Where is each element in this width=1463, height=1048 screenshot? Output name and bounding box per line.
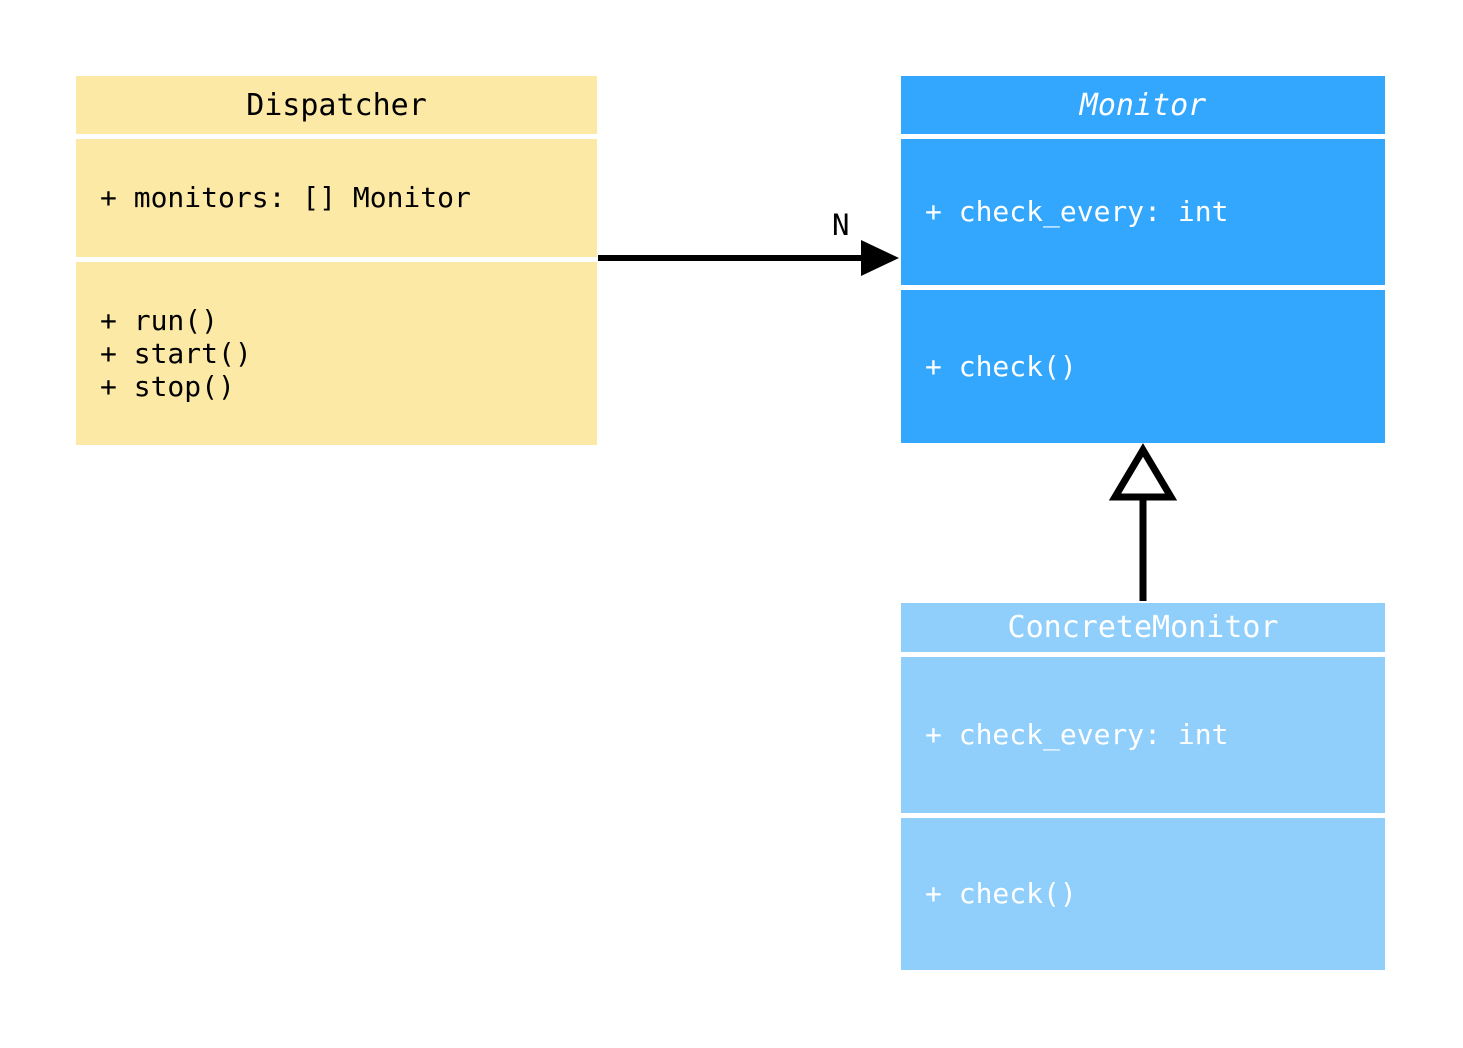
class-name-monitor: Monitor xyxy=(1079,87,1207,123)
attribute-list-dispatcher: + monitors: [] Monitor xyxy=(100,181,471,215)
operation-list-monitor: + check() xyxy=(925,349,1077,383)
class-name-concretemonitor: ConcreteMonitor xyxy=(1007,610,1279,645)
association-multiplicity-label: N xyxy=(832,208,850,242)
class-operations-compartment: + run() + start() + stop() xyxy=(76,262,597,445)
class-operations-compartment: + check() xyxy=(901,818,1385,970)
class-title-compartment: Dispatcher xyxy=(76,76,597,134)
class-box-dispatcher[interactable]: Dispatcher + monitors: [] Monitor + run(… xyxy=(76,76,597,445)
class-box-concretemonitor[interactable]: ConcreteMonitor + check_every: int + che… xyxy=(901,603,1385,970)
generalization-concretemonitor-monitor xyxy=(1108,443,1178,601)
class-operations-compartment: + check() xyxy=(901,290,1385,443)
class-attributes-compartment: + check_every: int xyxy=(901,657,1385,813)
filled-arrowhead-icon xyxy=(861,240,899,276)
association-dispatcher-monitor xyxy=(598,240,899,276)
hollow-triangle-arrowhead-icon xyxy=(1108,443,1178,501)
attribute-list-concretemonitor: + check_every: int xyxy=(925,718,1229,752)
operation-list-dispatcher: + run() + start() + stop() xyxy=(100,303,252,404)
operation-list-concretemonitor: + check() xyxy=(925,877,1077,911)
class-attributes-compartment: + monitors: [] Monitor xyxy=(76,139,597,257)
class-attributes-compartment: + check_every: int xyxy=(901,139,1385,285)
class-title-compartment: ConcreteMonitor xyxy=(901,603,1385,652)
attribute-list-monitor: + check_every: int xyxy=(925,195,1229,229)
class-name-dispatcher: Dispatcher xyxy=(246,87,427,123)
class-title-compartment: Monitor xyxy=(901,76,1385,134)
class-box-monitor[interactable]: Monitor + check_every: int + check() xyxy=(901,76,1385,443)
